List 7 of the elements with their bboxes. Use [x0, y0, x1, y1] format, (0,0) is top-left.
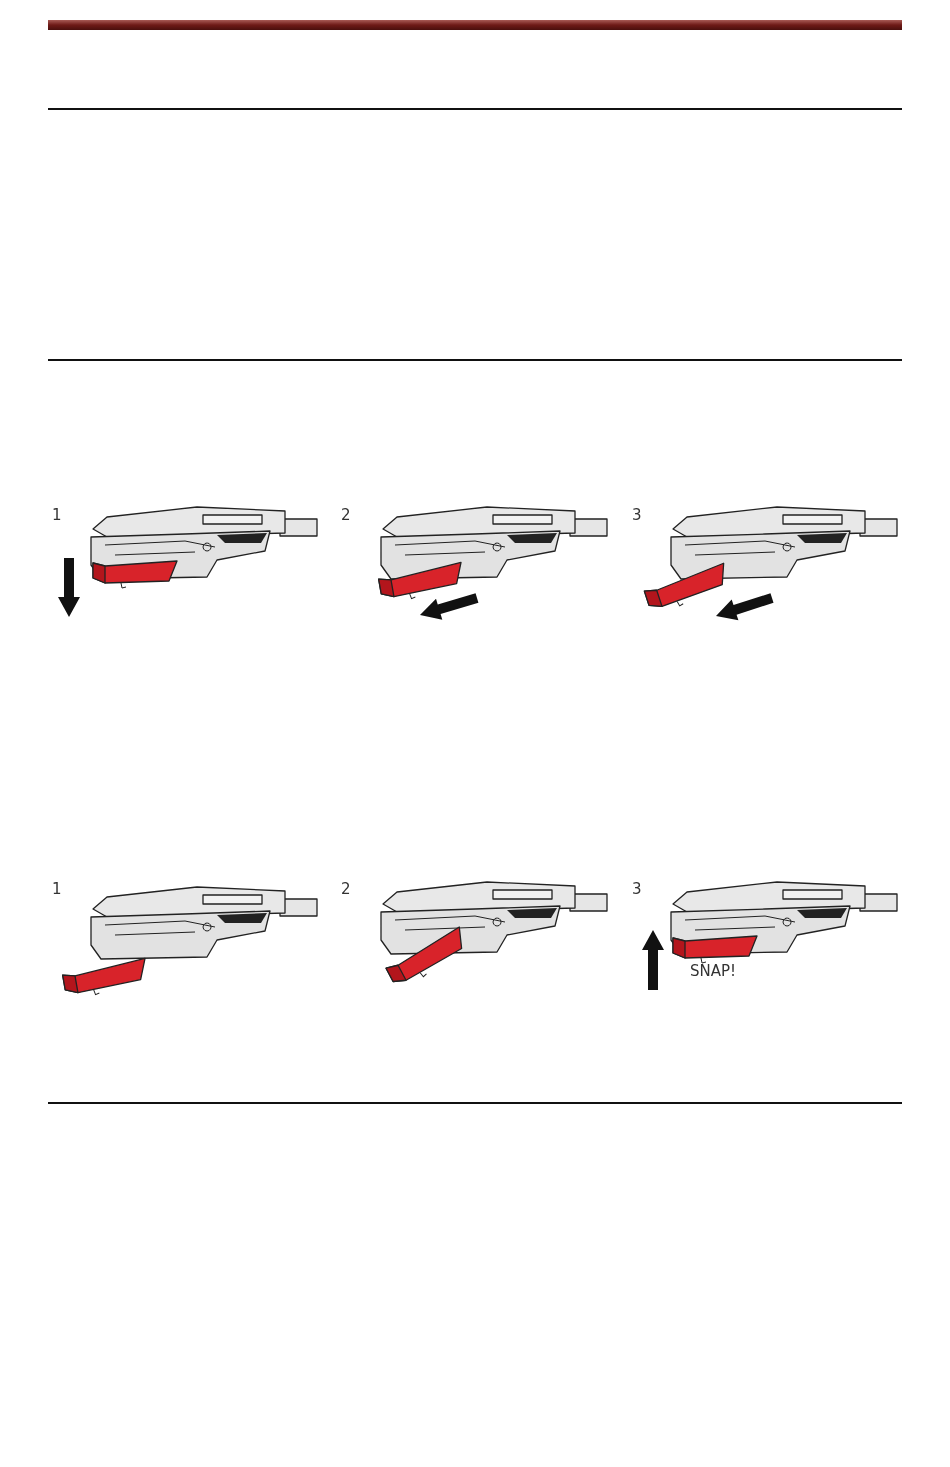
- step-number: 2: [341, 882, 351, 897]
- step-number: 3: [632, 508, 642, 523]
- step-number: 1: [52, 882, 62, 897]
- step-number: 1: [52, 508, 62, 523]
- step-number: 2: [341, 508, 351, 523]
- step-number: 3: [632, 882, 642, 897]
- sound-caption: SNAP!: [690, 964, 737, 979]
